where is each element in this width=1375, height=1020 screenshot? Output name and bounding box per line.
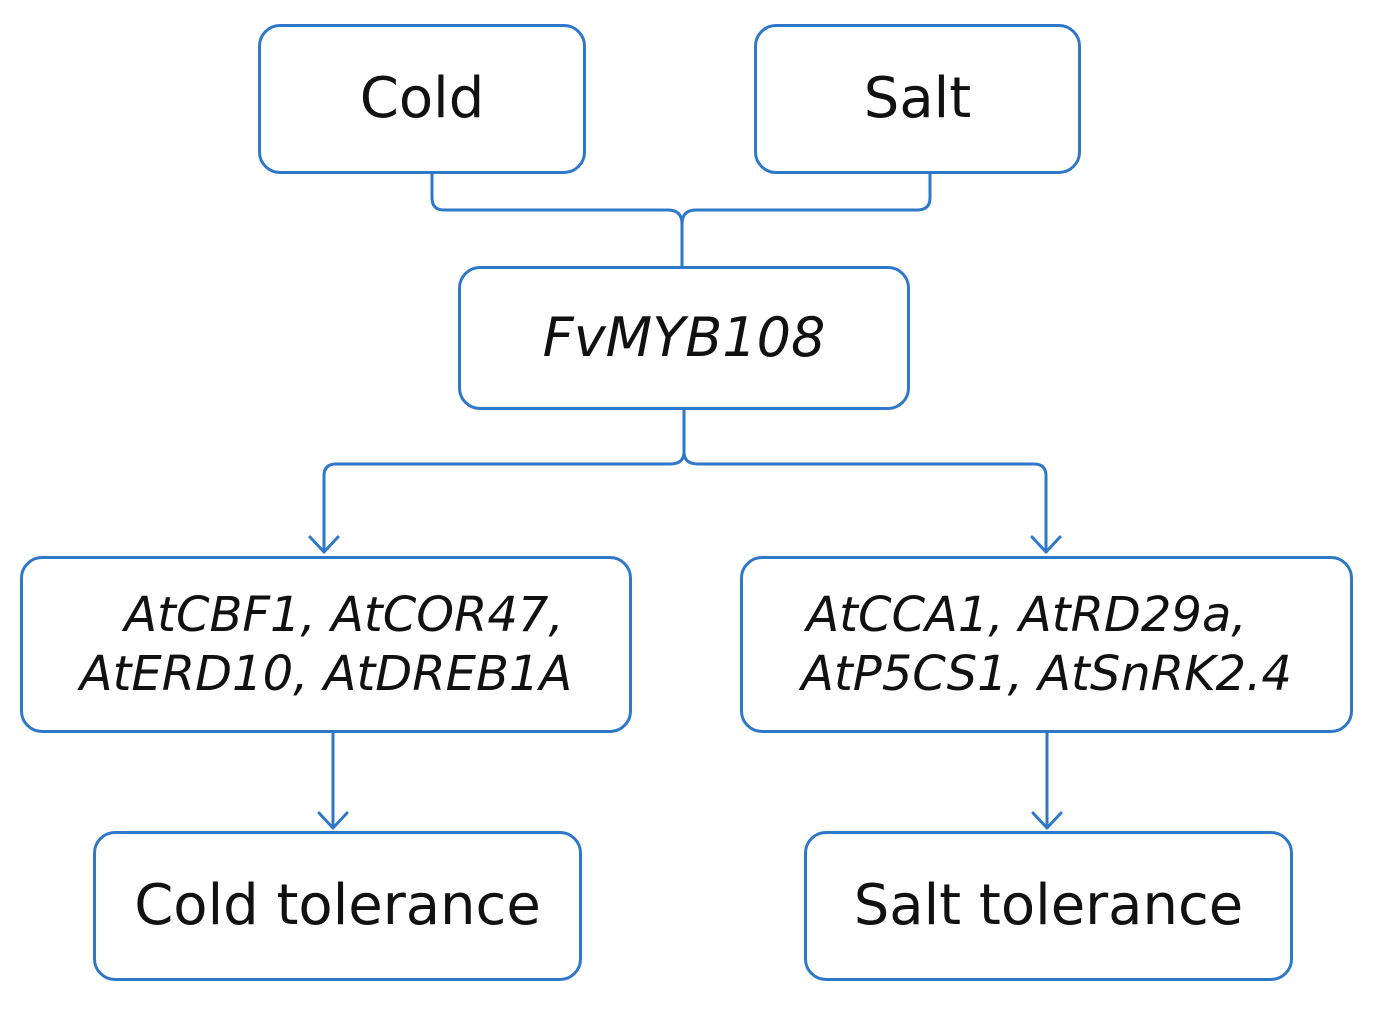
- salt-genes-node: AtCCA1, AtRD29a, AtP5CS1, AtSnRK2.4: [740, 556, 1353, 733]
- salt-label: Salt: [863, 65, 972, 131]
- cold-node: Cold: [258, 24, 586, 174]
- salt-tolerance-label: Salt tolerance: [853, 872, 1244, 938]
- fvmyb108-node: FvMYB108: [458, 266, 910, 410]
- arrowhead-left-genes: [308, 535, 340, 554]
- cold-genes-node: AtCBF1, AtCOR47, AtERD10, AtDREB1A: [20, 556, 632, 733]
- salt-genes-line1: AtCCA1, AtRD29a,: [806, 586, 1247, 643]
- brace-connector-top: [430, 172, 932, 268]
- cold-genes-line2: AtERD10, AtDREB1A: [79, 645, 573, 702]
- salt-tolerance-node: Salt tolerance: [804, 831, 1293, 981]
- cold-label: Cold: [359, 65, 485, 131]
- brace-connector-middle: [322, 408, 1048, 554]
- arrowhead-right-genes: [1030, 535, 1062, 554]
- arrow-cold-tolerance: [317, 731, 349, 830]
- salt-node: Salt: [754, 24, 1081, 174]
- salt-genes-line2: AtP5CS1, AtSnRK2.4: [801, 645, 1292, 702]
- arrow-salt-tolerance: [1031, 731, 1063, 830]
- cold-tolerance-label: Cold tolerance: [134, 872, 541, 938]
- cold-tolerance-node: Cold tolerance: [93, 831, 582, 981]
- fvmyb108-label: FvMYB108: [542, 306, 826, 370]
- cold-genes-line1: AtCBF1, AtCOR47,: [124, 586, 564, 643]
